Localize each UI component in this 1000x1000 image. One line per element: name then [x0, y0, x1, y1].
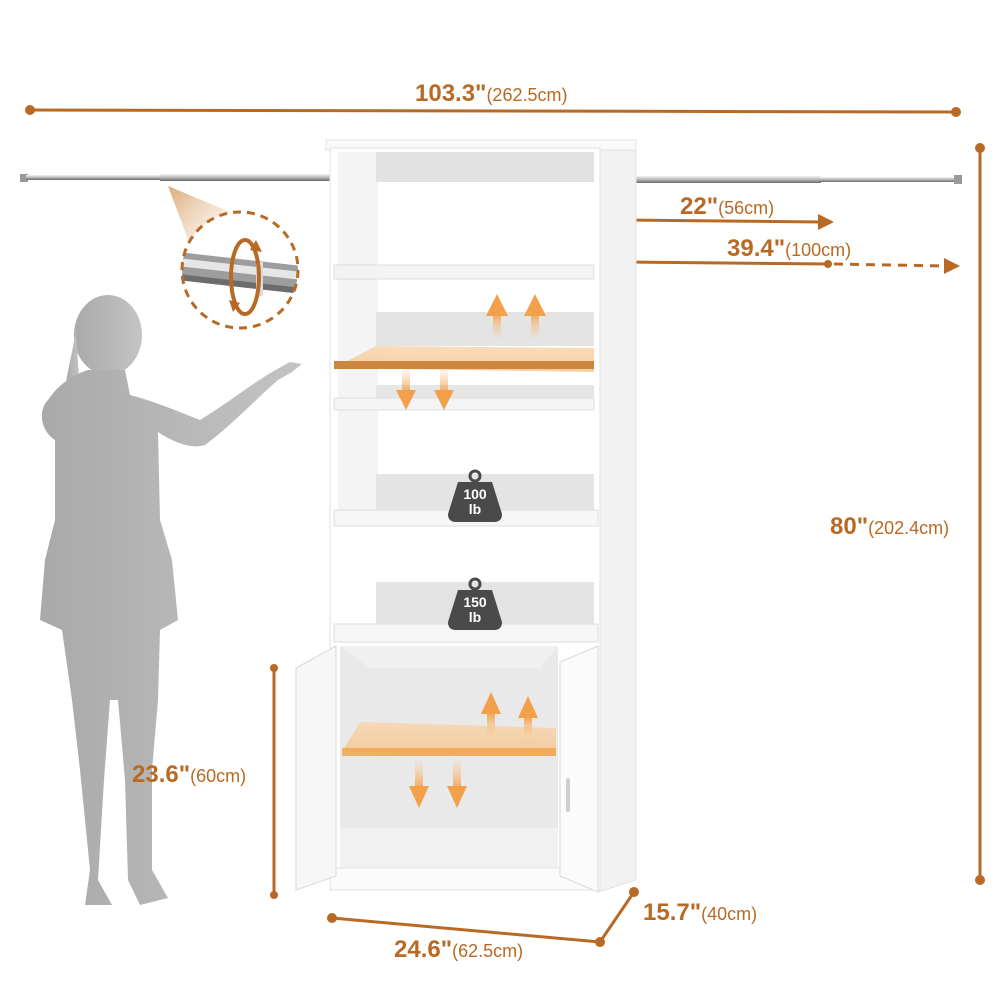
cabinet-height-dimension-line [270, 664, 278, 899]
rod-min-metric: (56cm) [718, 198, 775, 218]
person-silhouette [40, 295, 302, 905]
shelf-adjust-arrows-lower [409, 692, 538, 808]
load-rating-unit: lb [468, 609, 482, 625]
rod-min-imperial: 22" [680, 193, 719, 220]
depth-metric: (40cm) [701, 904, 758, 924]
rod-max-metric: (100cm) [785, 240, 852, 260]
weight-icon-150lb [448, 577, 502, 630]
width-imperial: 24.6" [394, 936, 453, 963]
storage-cabinet [295, 139, 637, 893]
total-width-dimension-line [25, 105, 961, 117]
cabinet-height-label: 23.6"(60cm) [132, 763, 246, 787]
footprint-dimension-lines [327, 887, 639, 947]
weight-icon-100lb [448, 469, 502, 522]
height-imperial: 80" [830, 513, 869, 540]
load-rating-100: 100 lb [450, 487, 500, 517]
rod-max-imperial: 39.4" [727, 235, 786, 262]
total-width-metric: (262.5cm) [486, 85, 568, 105]
load-rating-value: 100 [463, 486, 487, 502]
cabinet-height-imperial: 23.6" [132, 761, 191, 788]
load-rating-value: 150 [463, 594, 487, 610]
height-metric: (202.4cm) [868, 518, 950, 538]
cabinet-height-metric: (60cm) [190, 766, 247, 786]
depth-label: 15.7"(40cm) [643, 901, 757, 925]
width-label: 24.6"(62.5cm) [394, 938, 523, 962]
depth-imperial: 15.7" [643, 899, 702, 926]
load-rating-150: 150 lb [450, 595, 500, 625]
height-label: 80"(202.4cm) [830, 515, 949, 539]
total-width-label: 103.3"(262.5cm) [415, 82, 567, 106]
load-rating-unit: lb [468, 501, 482, 517]
left-hanging-rod [20, 174, 330, 182]
width-metric: (62.5cm) [452, 941, 524, 961]
height-dimension-line [975, 143, 985, 885]
rod-max-label: 39.4"(100cm) [727, 237, 851, 261]
rod-detail-callout [168, 186, 300, 330]
right-hanging-rod [606, 175, 962, 185]
rod-min-label: 22"(56cm) [680, 195, 774, 219]
shelf-adjust-arrows-upper [396, 294, 546, 410]
total-width-imperial: 103.3" [415, 80, 487, 107]
